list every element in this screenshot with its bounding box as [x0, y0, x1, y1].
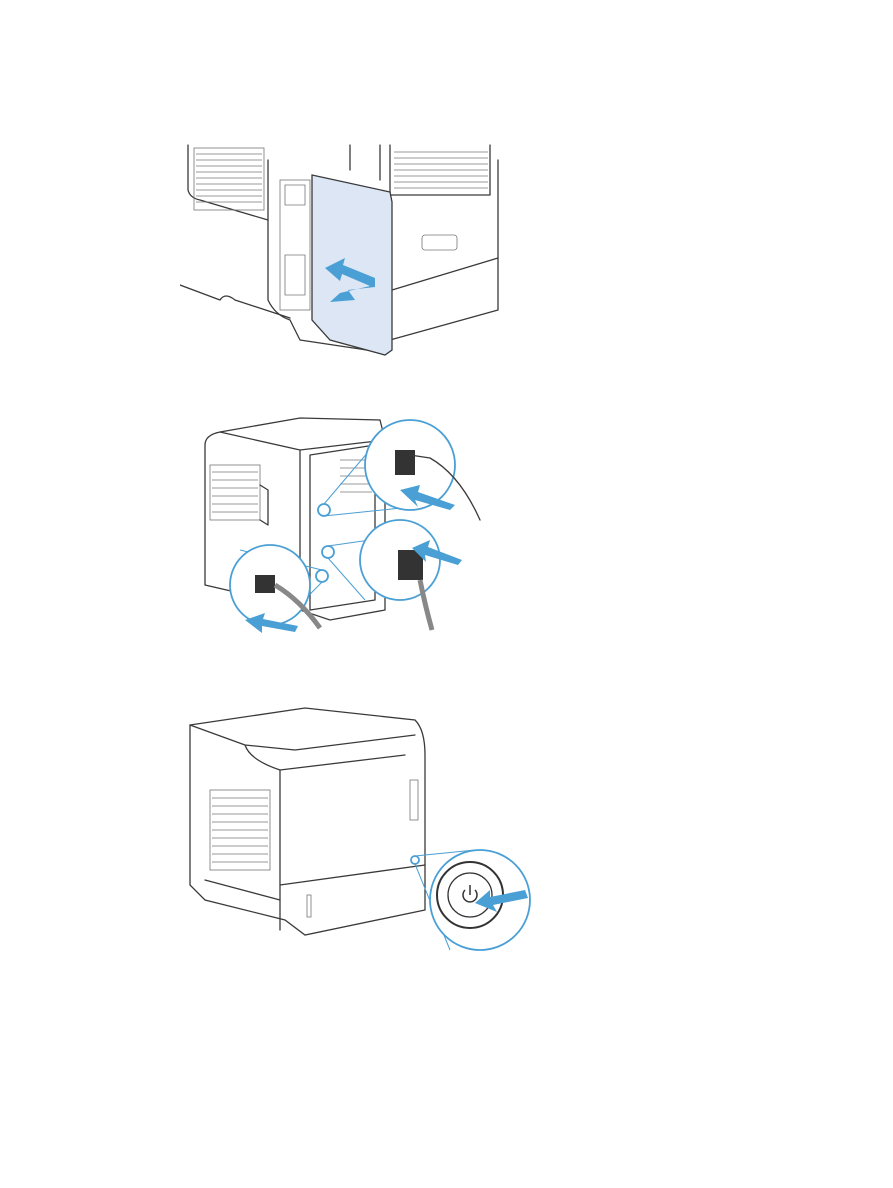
arrow-icon — [475, 890, 528, 912]
figure-power-on — [185, 700, 535, 970]
arrow-icon — [400, 485, 455, 510]
power-cord-icon — [398, 550, 423, 580]
printer-rear-icon — [204, 417, 481, 633]
figure-install-cover — [180, 140, 500, 360]
figure-connect-cables — [200, 410, 490, 640]
power-button-icon — [462, 885, 478, 903]
network-cable-icon — [395, 450, 415, 475]
arrow-icon — [325, 258, 375, 302]
usb-cable-icon — [255, 575, 275, 593]
printer-rear-icon — [180, 144, 499, 356]
arrow-icon — [245, 613, 298, 633]
cover-panel-icon — [311, 174, 393, 356]
arrow-icon — [412, 540, 462, 565]
printer-front-icon — [189, 707, 531, 951]
